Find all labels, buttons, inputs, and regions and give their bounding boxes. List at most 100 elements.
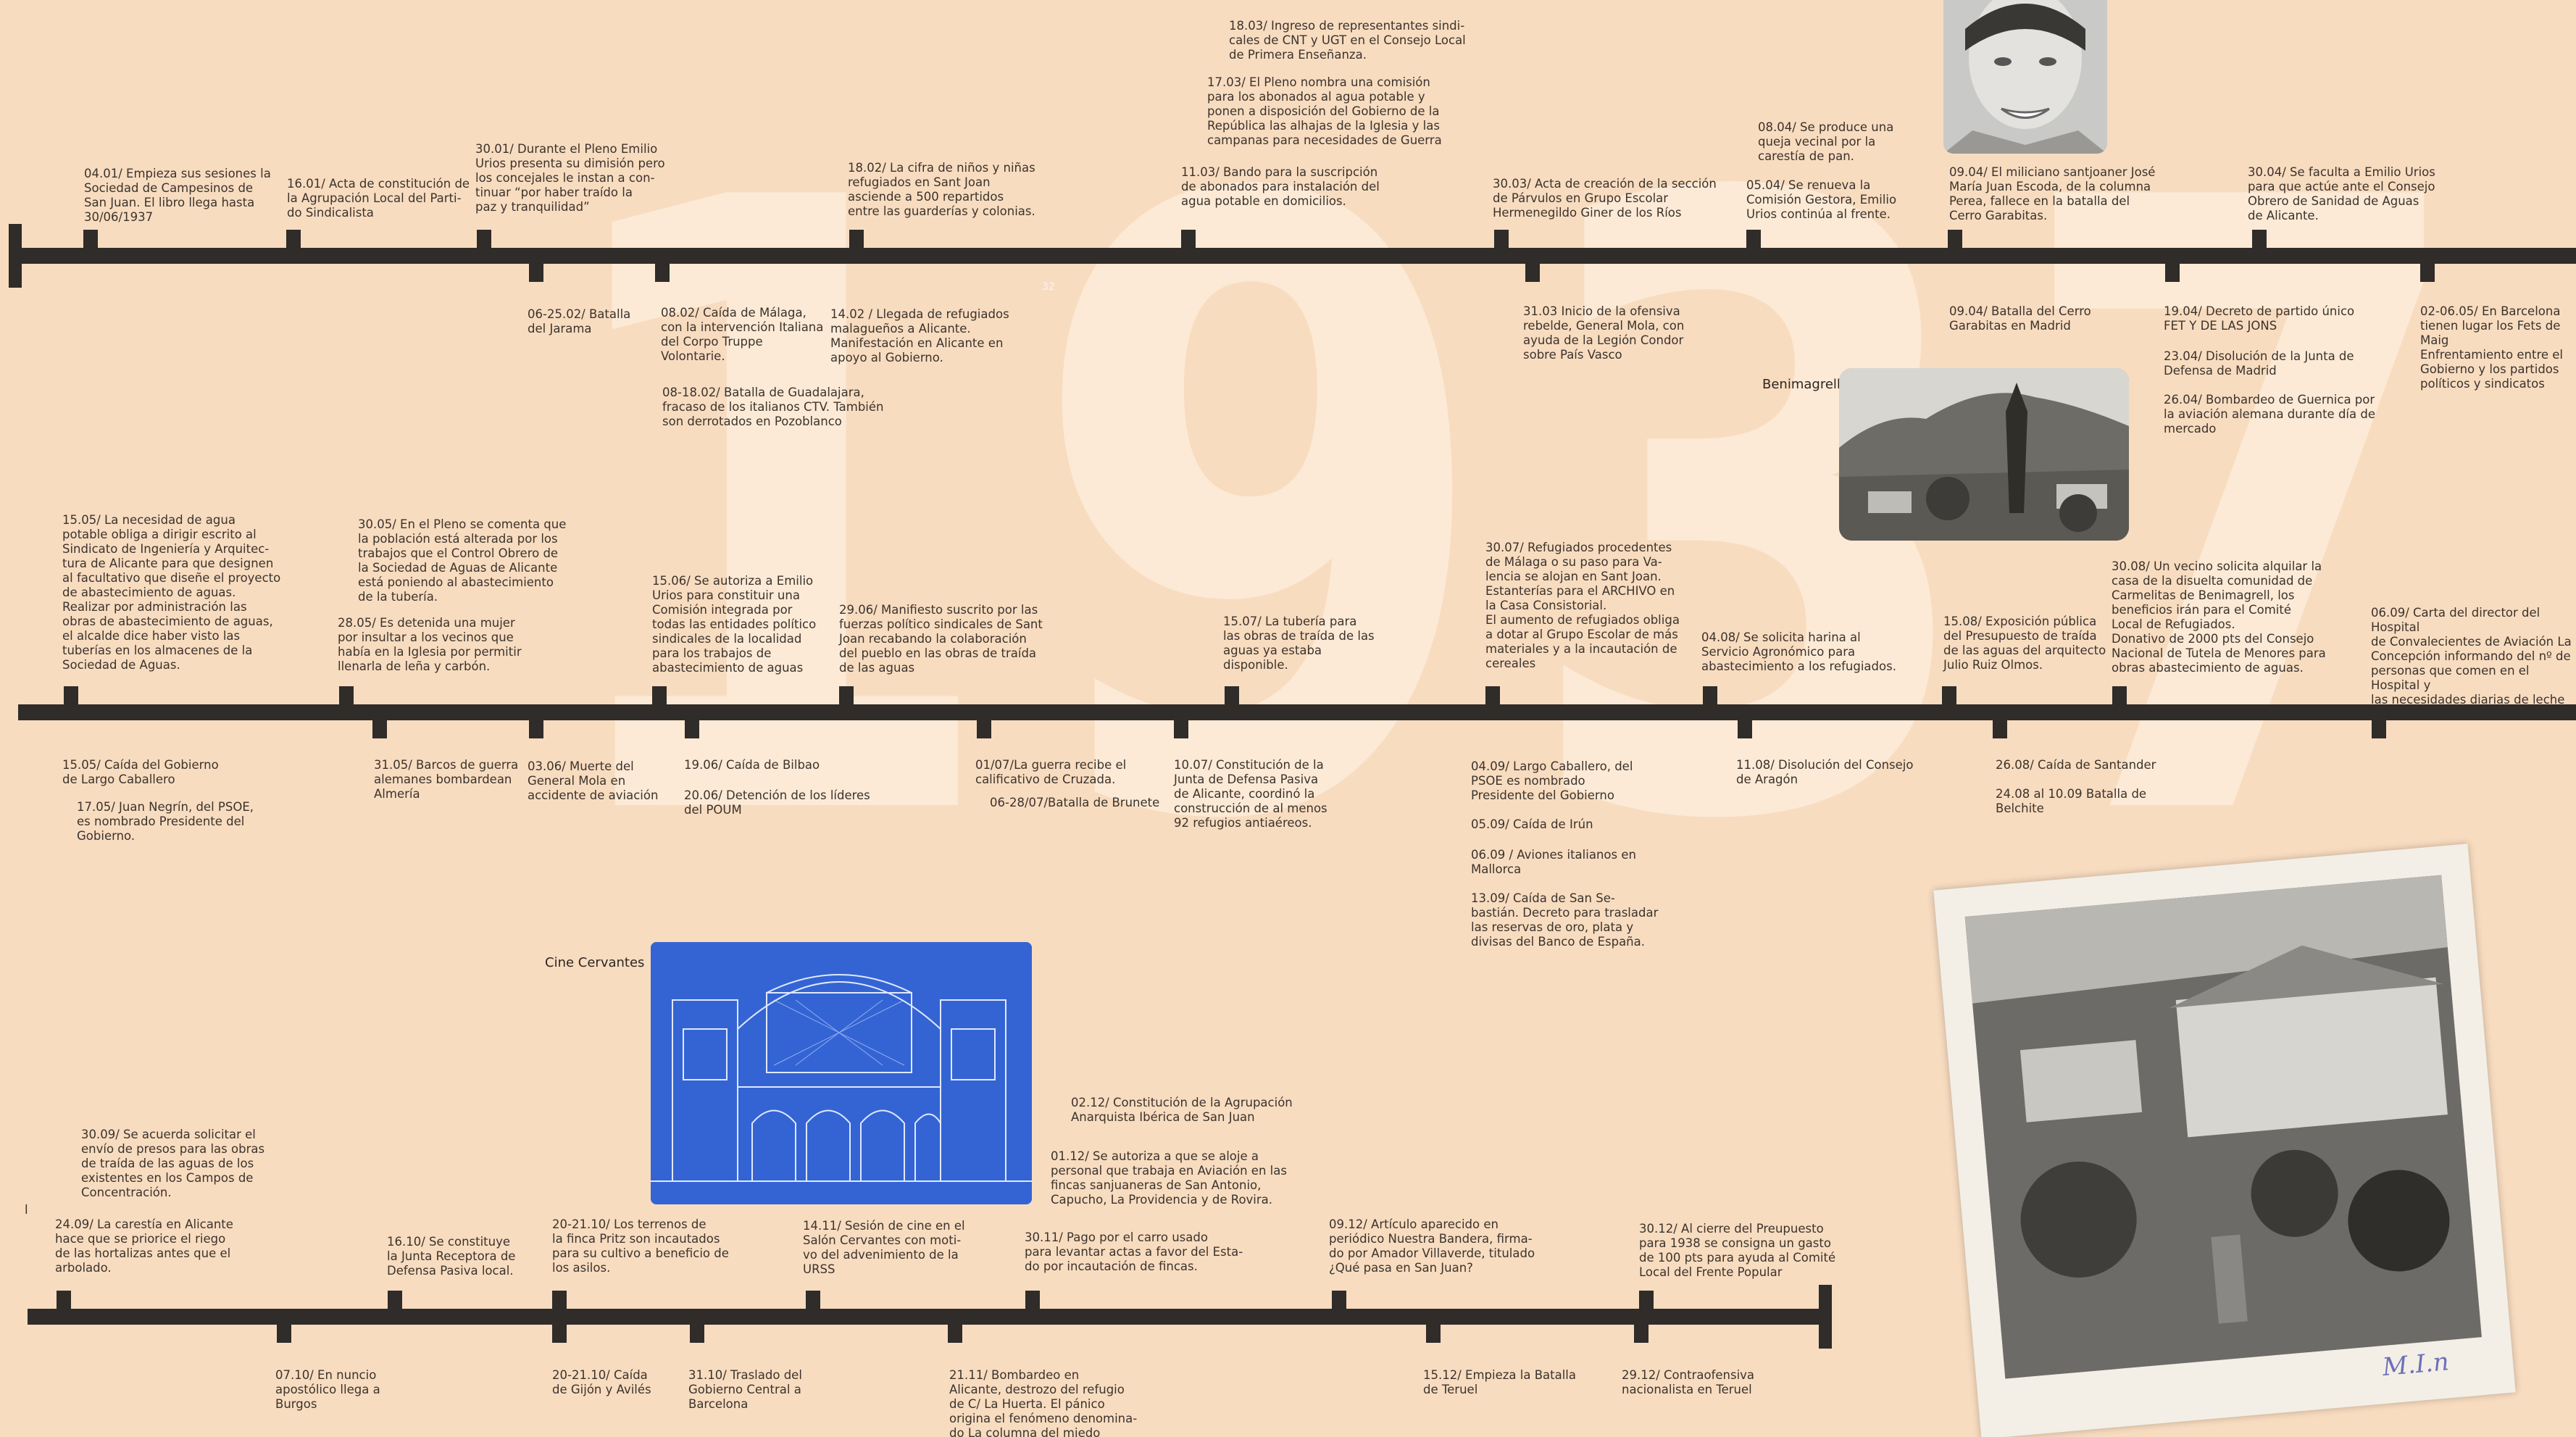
timeline-note: 31.10/ Traslado del Gobierno Central a B… xyxy=(688,1368,802,1411)
timeline-note: 23.04/ Disolución de la Junta de Defensa… xyxy=(2164,349,2354,378)
timeline-tick xyxy=(1332,1291,1346,1317)
cine-cervantes-label: Cine Cervantes xyxy=(545,955,645,970)
timeline-note: 08-18.02/ Batalla de Guadalajara, fracas… xyxy=(662,386,884,428)
timeline-note: 30.12/ Al cierre del Preupuesto para 193… xyxy=(1639,1222,1836,1279)
timeline-tick xyxy=(1738,712,1752,738)
timeline-note: 21.11/ Bombardeo en Alicante, destrozo d… xyxy=(949,1368,1138,1437)
timeline-note: 19.04/ Decreto de partido único FET Y DE… xyxy=(2164,304,2355,333)
timeline-tick xyxy=(2112,686,2127,712)
benimagrell-label: Benimagrell xyxy=(1762,377,1841,392)
timeline-note: 17.05/ Juan Negrín, del PSOE, es nombrad… xyxy=(77,800,254,843)
timeline-end-cap xyxy=(1819,1285,1832,1349)
timeline-note: 14.11/ Sesión de cine en el Salón Cervan… xyxy=(803,1219,965,1276)
axis-glyph: 32 xyxy=(1042,281,1055,293)
timeline-note: 08.02/ Caída de Málaga, con la intervenc… xyxy=(661,306,824,363)
timeline-tick xyxy=(2420,256,2435,282)
timeline-tick xyxy=(1494,230,1509,256)
timeline-note: 30.07/ Refugiados procedentes de Málaga … xyxy=(1485,541,1680,670)
timeline-end-cap xyxy=(9,224,22,288)
timeline-note: 29.06/ Manifiesto suscrito por las fuerz… xyxy=(839,603,1043,675)
timeline-note: 26.04/ Bombardeo de Guernica por la avia… xyxy=(2164,393,2375,436)
timeline-tick xyxy=(552,1291,567,1317)
timeline-tick xyxy=(1025,1291,1040,1317)
timeline-note: 01.12/ Se autoriza a que se aloje a pers… xyxy=(1051,1149,1287,1207)
timeline-tick xyxy=(652,686,667,712)
timeline-note: 24.08 al 10.09 Batalla de Belchite xyxy=(1996,787,2147,815)
timeline-note: 06.09/ Carta del director del Hospital d… xyxy=(2371,606,2572,707)
timeline-note: 02.12/ Constitución de la Agrupación Ana… xyxy=(1071,1096,1293,1124)
timeline-note: 30.11/ Pago por el carro usado para leva… xyxy=(1025,1230,1243,1273)
timeline-note: 30.05/ En el Pleno se comenta que la pob… xyxy=(358,517,567,604)
timeline-tick xyxy=(2372,712,2386,738)
timeline-tick xyxy=(2252,230,2267,256)
timeline-tick xyxy=(655,256,670,282)
timeline-tick xyxy=(690,1317,704,1343)
timeline-note: 05.09/ Caída de Irún xyxy=(1471,817,1593,831)
timeline-note: 10.07/ Constitución de la Junta de Defen… xyxy=(1174,758,1327,830)
timeline-note: 06-25.02/ Batalla del Jarama xyxy=(528,307,631,336)
timeline-note: 06-28/07/Batalla de Brunete xyxy=(990,796,1160,809)
timeline-note: 04.08/ Se solicita harina al Servicio Ag… xyxy=(1701,630,1896,673)
timeline-tick xyxy=(839,686,854,712)
timeline-note: 30.04/ Se faculta a Emilio Urios para qu… xyxy=(2248,165,2435,222)
timeline-note: 05.04/ Se renueva la Comisión Gestora, E… xyxy=(1746,178,1897,221)
stray-mark: l xyxy=(25,1203,28,1217)
timeline-note: 28.05/ Es detenida una mujer por insulta… xyxy=(338,616,522,673)
timeline-note: 20-21.10/ Los terrenos de la finca Pritz… xyxy=(552,1217,729,1275)
timeline-tick xyxy=(685,712,699,738)
timeline-axis-2 xyxy=(18,704,2576,720)
timeline-note: 04.09/ Largo Caballero, del PSOE es nomb… xyxy=(1471,759,1633,802)
timeline-tick xyxy=(552,1317,567,1343)
timeline-note: 09.04/ Batalla del Cerro Garabitas en Ma… xyxy=(1949,304,2091,333)
timeline-note: 19.06/ Caída de Bilbao xyxy=(684,758,820,772)
timeline-tick xyxy=(372,712,387,738)
timeline-tick xyxy=(1948,230,1962,256)
timeline-tick xyxy=(339,686,354,712)
timeline-note: 18.02/ La cifra de niños y niñas refugia… xyxy=(848,161,1035,218)
timeline-note: 04.01/ Empieza sus sesiones la Sociedad … xyxy=(84,167,271,224)
timeline-tick xyxy=(1993,712,2007,738)
timeline-note: 30.09/ Se acuerda solicitar el envío de … xyxy=(81,1128,265,1199)
timeline-note: 16.01/ Acta de constitución de la Agrupa… xyxy=(287,177,470,220)
timeline-note: 09.12/ Artículo aparecido en periódico N… xyxy=(1329,1217,1535,1275)
signature: M.I.n xyxy=(2381,1347,2451,1383)
timeline-tick xyxy=(1426,1317,1441,1343)
timeline-note: 30.03/ Acta de creación de la sección de… xyxy=(1493,177,1717,220)
timeline-note: 09.04/ El miliciano santjoaner José Marí… xyxy=(1949,165,2156,222)
timeline-note: 17.03/ El Pleno nombra una comisión para… xyxy=(1207,75,1442,147)
timeline-tick xyxy=(1639,1291,1654,1317)
cine-cervantes-blueprint xyxy=(651,942,1032,1204)
timeline-note: 18.03/ Ingreso de representantes sindi- … xyxy=(1229,19,1466,62)
timeline-tick xyxy=(64,686,78,712)
timeline-note: 30.08/ Un vecino solicita alquilar la ca… xyxy=(2112,559,2326,675)
portrait-photo xyxy=(1943,0,2107,154)
archive-photo: M.I.n xyxy=(1933,844,2516,1437)
timeline-note: 07.10/ En nuncio apostólico llega a Burg… xyxy=(275,1368,380,1411)
timeline-note: 20-21.10/ Caída de Gijón y Avilés xyxy=(552,1368,651,1396)
timeline-tick xyxy=(529,712,543,738)
timeline-note: 31.03 Inicio de la ofensiva rebelde, Gen… xyxy=(1523,304,1685,362)
timeline-tick xyxy=(977,712,991,738)
timeline-note: 11.03/ Bando para la suscripción de abon… xyxy=(1181,165,1380,208)
timeline-tick xyxy=(1174,712,1188,738)
timeline-note: 02-06.05/ En Barcelona tienen lugar los … xyxy=(2420,304,2564,391)
timeline-note: 14.02 / Llegada de refugiados malagueños… xyxy=(830,307,1009,365)
timeline-axis-3 xyxy=(28,1309,1832,1325)
timeline-tick xyxy=(83,230,98,256)
timeline-note: 24.09/ La carestía en Alicante hace que … xyxy=(55,1217,233,1275)
timeline-note: 15.05/ La necesidad de agua potable obli… xyxy=(62,513,281,672)
timeline-note: 03.06/ Muerte del General Mola en accide… xyxy=(528,759,659,802)
timeline-note: 13.09/ Caída de San Se- bastián. Decreto… xyxy=(1471,891,1659,949)
timeline-tick xyxy=(1746,230,1761,256)
timeline-tick xyxy=(477,230,491,256)
timeline-note: 31.05/ Barcos de guerra alemanes bombard… xyxy=(374,758,519,801)
timeline-tick xyxy=(1703,686,1717,712)
timeline-tick xyxy=(1942,686,1956,712)
timeline-tick xyxy=(277,1317,291,1343)
timeline-note: 11.08/ Disolución del Consejo de Aragón xyxy=(1736,758,1914,786)
timeline-note: 20.06/ Detención de los líderes del POUM xyxy=(684,788,870,817)
timeline-tick xyxy=(1525,256,1540,282)
timeline-note: 15.06/ Se autoriza a Emilio Urios para c… xyxy=(652,574,817,675)
timeline-note: 30.01/ Durante el Pleno Emilio Urios pre… xyxy=(475,142,665,214)
timeline-tick xyxy=(1181,230,1196,256)
